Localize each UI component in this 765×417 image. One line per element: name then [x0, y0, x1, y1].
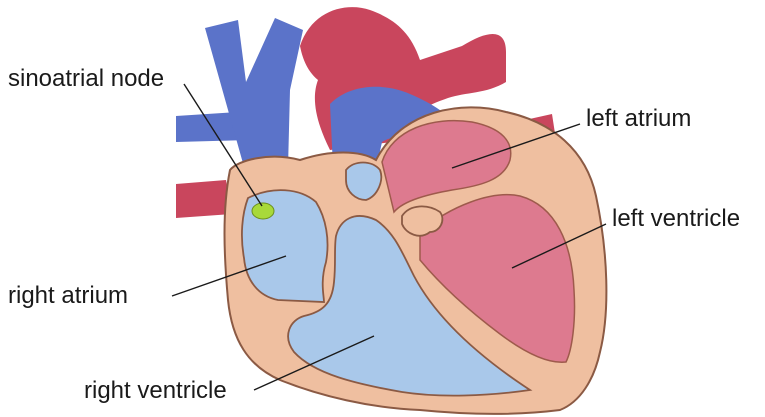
- sinoatrial-node-marker: [252, 203, 274, 219]
- right-pulmonary-vein-lower: [176, 180, 232, 218]
- right-atrium-label: right atrium: [8, 282, 128, 309]
- sinoatrial-node-label: sinoatrial node: [8, 65, 164, 92]
- right-ventricle-label: right ventricle: [84, 377, 227, 404]
- superior-vena-cava: [205, 18, 303, 174]
- mitral-valve: [402, 206, 442, 235]
- left-ventricle-label: left ventricle: [612, 205, 740, 232]
- left-atrium-label: left atrium: [586, 105, 691, 132]
